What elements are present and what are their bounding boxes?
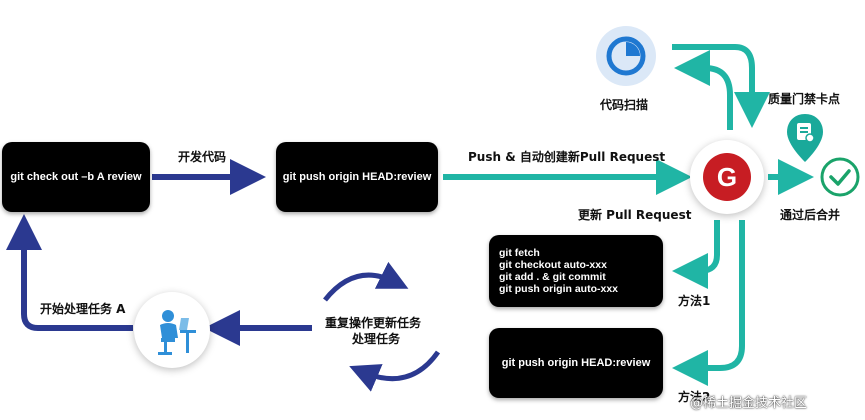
repeat-cycle-bottom-arrow (349, 350, 441, 392)
method2-command-box: git push origin HEAD:review (489, 328, 663, 398)
arrow-method2 (672, 220, 745, 386)
label-gate: 质量门禁卡点 (768, 92, 841, 106)
method1-commands-box: git fetch git checkout auto-xxx git add … (489, 235, 663, 307)
label-develop: 开发代码 (178, 150, 227, 164)
label-scan: 代码扫描 (600, 98, 649, 112)
method1-cmd-3: git add . & git commit (499, 271, 606, 283)
gitee-logo-icon: G (703, 153, 751, 201)
push-review-label: git push origin HEAD:review (282, 171, 432, 183)
checkout-box: git check out –b A review (2, 142, 150, 212)
method1-cmd-2: git checkout auto-xxx (499, 259, 607, 271)
gate-pin-icon (787, 114, 823, 162)
person-at-desk-icon (158, 310, 196, 355)
label-method1: 方法1 (678, 294, 711, 308)
arrow-method1 (672, 220, 720, 289)
method2-cmd: git push origin HEAD:review (501, 357, 651, 369)
check-circle-icon (820, 157, 860, 197)
label-repeat-line1: 重复操作更新任务 (325, 316, 422, 330)
arrow-from-scan (672, 44, 770, 128)
scan-icon-bg (596, 26, 656, 86)
label-auto-pr: Push & 自动创建新Pull Request (468, 150, 666, 164)
arrow-back-to-checkout (6, 214, 133, 331)
push-review-box: git push origin HEAD:review (276, 142, 438, 212)
method1-cmd-1: git fetch (499, 247, 540, 259)
label-repeat-line2: 处理任务 (352, 332, 401, 346)
gitee-logo-circle: G (690, 140, 764, 214)
checkout-text: git check out –b A review (10, 171, 142, 183)
label-merge: 通过后合并 (780, 208, 841, 222)
gitee-logo-letter: G (717, 162, 737, 192)
push-review-text: git push origin HEAD:review (283, 171, 432, 183)
label-update-pr: 更新 Pull Request (578, 208, 692, 222)
method1-cmd-4: git push origin auto-xxx (499, 283, 619, 295)
watermark: @稀土掘金技术社区 (690, 396, 808, 411)
person-circle (134, 292, 210, 368)
label-method2: 方法2 (678, 390, 711, 404)
repeat-cycle-top-arrow (323, 261, 409, 302)
scan-pie-icon (606, 36, 646, 76)
label-start-task: 开始处理任务 A (40, 302, 126, 316)
arrow-to-scan (674, 50, 733, 130)
